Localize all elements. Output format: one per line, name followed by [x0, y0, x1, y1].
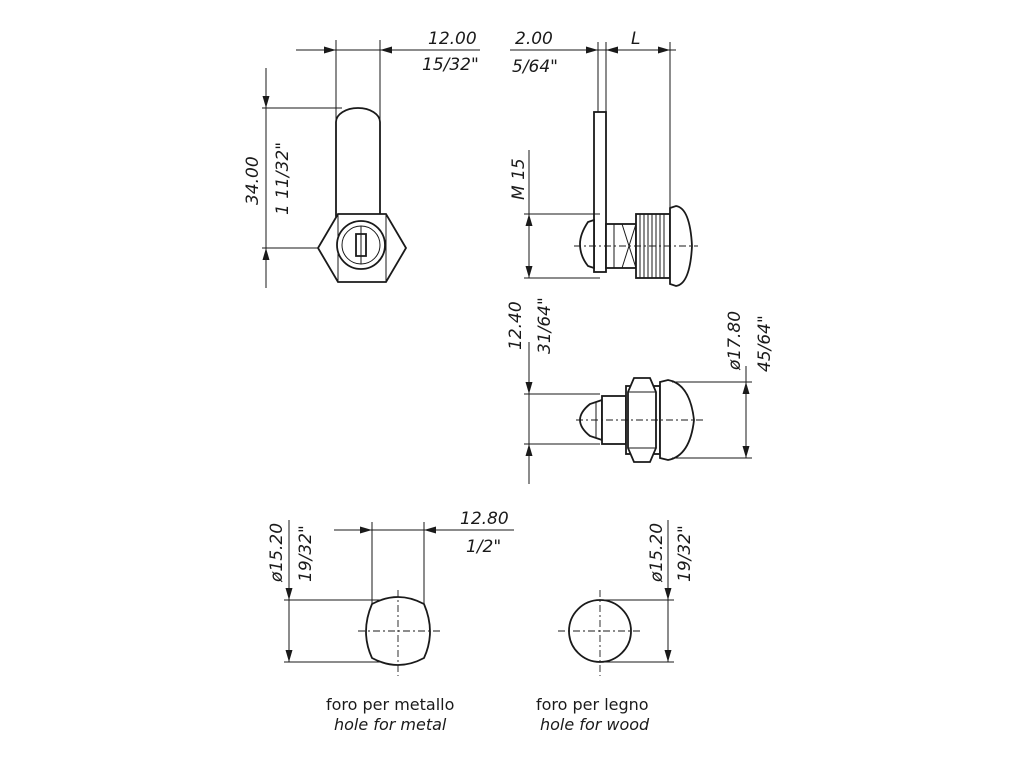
front-height-in: 1 11/32"	[273, 142, 293, 215]
top-view: 12.40 31/64" ø17.80 45/64"	[506, 297, 775, 484]
length-label: L	[631, 29, 640, 49]
metal-caption-en: hole for metal	[334, 715, 447, 734]
wood-caption-it: foro per legno	[536, 695, 649, 714]
metal-diameter-mm: ø15.20	[267, 523, 287, 583]
top-diameter-mm: ø17.80	[725, 311, 745, 371]
cam-thickness-mm: 2.00	[515, 29, 553, 49]
front-width-in: 15/32"	[422, 55, 479, 75]
front-view: 12.00 15/32" 34.00 1 11/32"	[243, 29, 480, 288]
cam-thickness-in: 5/64"	[512, 57, 558, 77]
wood-caption-en: hole for wood	[540, 715, 650, 734]
front-height-mm: 34.00	[243, 156, 263, 205]
wood-diameter-mm: ø15.20	[647, 523, 667, 583]
metal-width-in: 1/2"	[466, 537, 501, 557]
cam-plate	[593, 111, 607, 273]
metal-hole-view: 12.80 1/2" ø15.20 19/32" foro per metall…	[267, 509, 514, 734]
metal-diameter-in: 19/32"	[296, 525, 316, 582]
wood-hole-view: ø15.20 19/32" foro per legno hole for wo…	[536, 520, 695, 734]
metal-caption-it: foro per metallo	[326, 695, 454, 714]
metal-width-mm: 12.80	[460, 509, 509, 529]
cam-arm	[335, 107, 381, 217]
top-diameter-in: 45/64"	[755, 315, 775, 372]
wood-diameter-in: 19/32"	[675, 525, 695, 582]
front-width-mm: 12.00	[428, 29, 477, 49]
top-height-mm: 12.40	[506, 301, 526, 350]
side-view: 2.00 5/64" L M 15	[509, 29, 698, 287]
thread-label: M 15	[509, 158, 529, 200]
keyhole-icon	[355, 233, 367, 257]
top-height-in: 31/64"	[535, 297, 555, 354]
